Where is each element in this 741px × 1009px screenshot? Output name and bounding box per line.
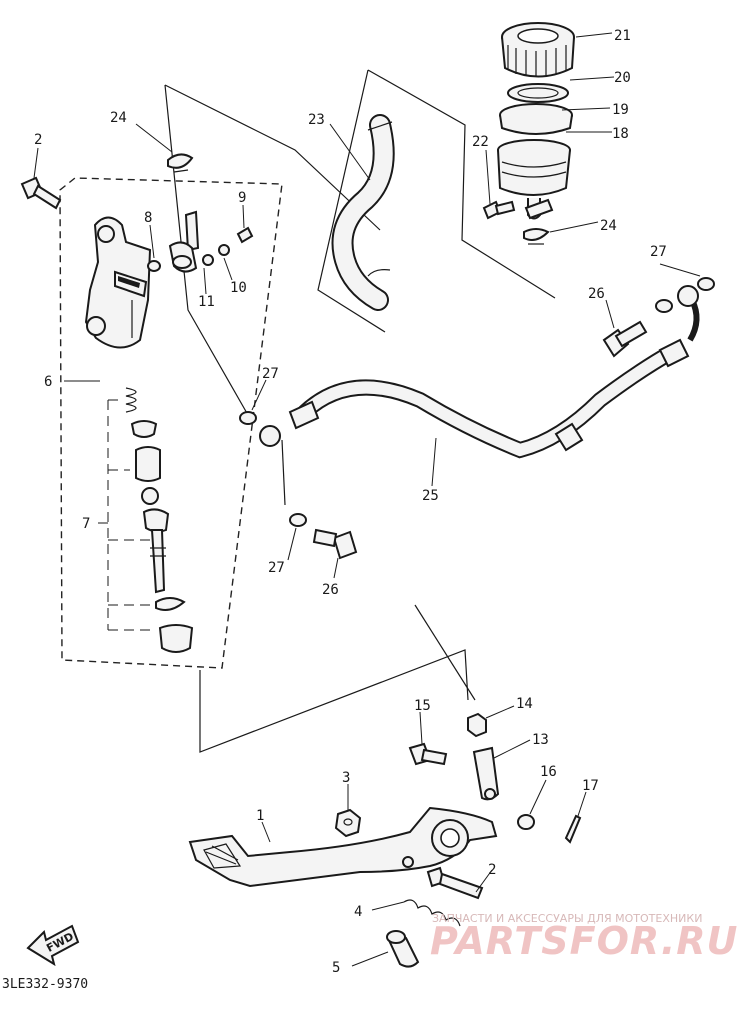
union-bolt-26b xyxy=(312,528,358,560)
bolt-2-upper xyxy=(20,176,62,210)
washer-10a xyxy=(202,254,214,266)
callout-21: 21 xyxy=(614,28,631,44)
hose-joint-union xyxy=(168,210,200,273)
callout-11: 11 xyxy=(198,294,215,310)
callout-19: 19 xyxy=(612,102,629,118)
circlip xyxy=(155,597,186,611)
master-cylinder-group-outline xyxy=(59,177,283,669)
piston-kit xyxy=(107,387,194,653)
cotter-pin-17 xyxy=(564,814,582,844)
return-spring xyxy=(403,899,461,927)
washer-10b xyxy=(218,244,230,256)
piston-cup xyxy=(130,420,158,438)
callout-27-lower: 27 xyxy=(268,560,285,576)
push-rod-head xyxy=(142,508,170,533)
dust-boot xyxy=(158,624,194,653)
crush-washers xyxy=(239,277,715,527)
push-rod xyxy=(150,529,166,594)
callout-8: 8 xyxy=(144,210,152,226)
union-bolt-26a xyxy=(602,320,648,358)
watermark-tagline: ЗАПЧАСТИ И АКСЕССУАРЫ ДЛЯ МОТОТЕХНИКИ xyxy=(432,912,702,925)
diagram-code: 3LE332-9370 xyxy=(2,977,88,992)
callout-15: 15 xyxy=(414,698,431,714)
piston xyxy=(135,446,161,482)
callout-1: 1 xyxy=(256,808,264,824)
callout-17: 17 xyxy=(582,778,599,794)
watermark-brand: PARTSFOR.RU xyxy=(430,919,738,963)
pedal-group-line xyxy=(199,649,469,753)
forward-direction-arrow: FWD xyxy=(26,924,80,967)
callout-20: 20 xyxy=(614,70,631,86)
callout-18: 18 xyxy=(612,126,629,142)
nut-14 xyxy=(467,712,487,738)
reservoir-diaphragm xyxy=(499,103,573,135)
reservoir-tank xyxy=(497,139,571,220)
hose-joint-line xyxy=(281,439,286,506)
callout-2-upper: 2 xyxy=(34,132,42,148)
callout-2-lower: 2 xyxy=(488,862,496,878)
hose-23-outline xyxy=(317,69,386,333)
washer-27a xyxy=(239,411,257,425)
callout-7: 7 xyxy=(82,516,90,532)
callout-24-right: 24 xyxy=(600,218,617,234)
callout-labels: 2 24 8 9 10 11 6 7 21 20 19 18 22 23 24 … xyxy=(34,28,667,976)
callout-27-right: 27 xyxy=(650,244,667,260)
callout-23: 23 xyxy=(308,112,325,128)
washer-27c xyxy=(655,299,673,313)
callout-25: 25 xyxy=(422,488,439,504)
brake-pedal xyxy=(188,806,498,888)
callout-26-right: 26 xyxy=(588,286,605,302)
callout-9: 9 xyxy=(238,190,246,206)
callout-13: 13 xyxy=(532,732,549,748)
hose-clip-24b xyxy=(523,228,550,245)
reservoir-group-outline xyxy=(367,69,556,299)
callout-10: 10 xyxy=(230,280,247,296)
leader-lines xyxy=(33,32,701,967)
reservoir-assembly xyxy=(482,22,575,245)
reservoir-cap xyxy=(501,22,575,78)
reservoir-plate xyxy=(507,83,569,103)
clevis-13 xyxy=(472,746,500,801)
master-cylinder xyxy=(84,216,152,349)
callout-3: 3 xyxy=(342,770,350,786)
callout-27-upper: 27 xyxy=(262,366,279,382)
callout-6: 6 xyxy=(44,374,52,390)
o-ring-8 xyxy=(147,260,161,272)
callout-14: 14 xyxy=(516,696,533,712)
pedal-group-line-right xyxy=(414,604,476,701)
pedal-cap xyxy=(386,930,420,968)
callout-16: 16 xyxy=(540,764,557,780)
washer-27d xyxy=(697,277,715,291)
callout-26-lower: 26 xyxy=(322,582,339,598)
piston-spring xyxy=(125,387,137,413)
reservoir-hose xyxy=(331,114,395,311)
screw-9 xyxy=(236,226,254,244)
nut-3 xyxy=(334,808,362,838)
bolt-2-lower xyxy=(426,866,484,900)
piston-seal xyxy=(141,487,159,505)
pin-15 xyxy=(408,742,448,766)
callout-5: 5 xyxy=(332,960,340,976)
watermark: ЗАПЧАСТИ И АКСЕССУАРЫ ДЛЯ МОТОТЕХНИКИ PA… xyxy=(430,912,738,963)
hose-clip-24a xyxy=(167,153,194,173)
brake-hose xyxy=(259,285,700,459)
washer-16 xyxy=(517,814,535,830)
callout-24-left: 24 xyxy=(110,110,127,126)
callout-22: 22 xyxy=(472,134,489,150)
washer-27b xyxy=(289,513,307,527)
callout-4: 4 xyxy=(354,904,362,920)
bolt-22 xyxy=(482,200,516,220)
